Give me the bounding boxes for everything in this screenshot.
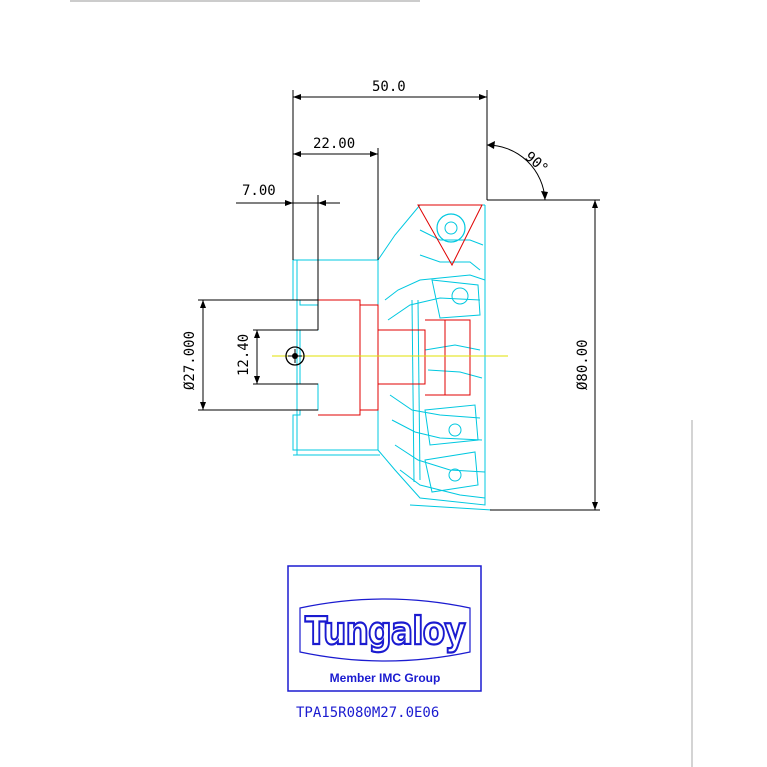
dim-keyway-offset: 7.00 bbox=[242, 183, 276, 199]
logo-tagline: Member IMC Group bbox=[330, 671, 441, 685]
section-cut bbox=[318, 204, 483, 416]
dim-keyway-width: 12.40 bbox=[236, 334, 252, 376]
dim-bore-diameter: Ø27.000 bbox=[182, 331, 198, 390]
dimension-arrows bbox=[200, 94, 598, 510]
dimension-lines bbox=[198, 90, 600, 511]
logo-brand-text: Tungaloy bbox=[305, 609, 466, 653]
insert-screw-icon bbox=[436, 213, 466, 243]
dim-overall-length: 50.0 bbox=[372, 79, 406, 95]
keyway-symbol-icon bbox=[285, 346, 305, 366]
tungaloy-logo: Tungaloy Member IMC Group bbox=[299, 598, 471, 685]
dim-approach-angle: 90° bbox=[521, 149, 551, 178]
dim-cutter-diameter: Ø80.00 bbox=[575, 339, 591, 390]
cutter-body-outline bbox=[292, 204, 493, 511]
dim-flange-length: 22.00 bbox=[313, 136, 355, 152]
product-code: TPA15R080M27.0E06 bbox=[296, 705, 439, 721]
logo-frame bbox=[287, 565, 482, 692]
